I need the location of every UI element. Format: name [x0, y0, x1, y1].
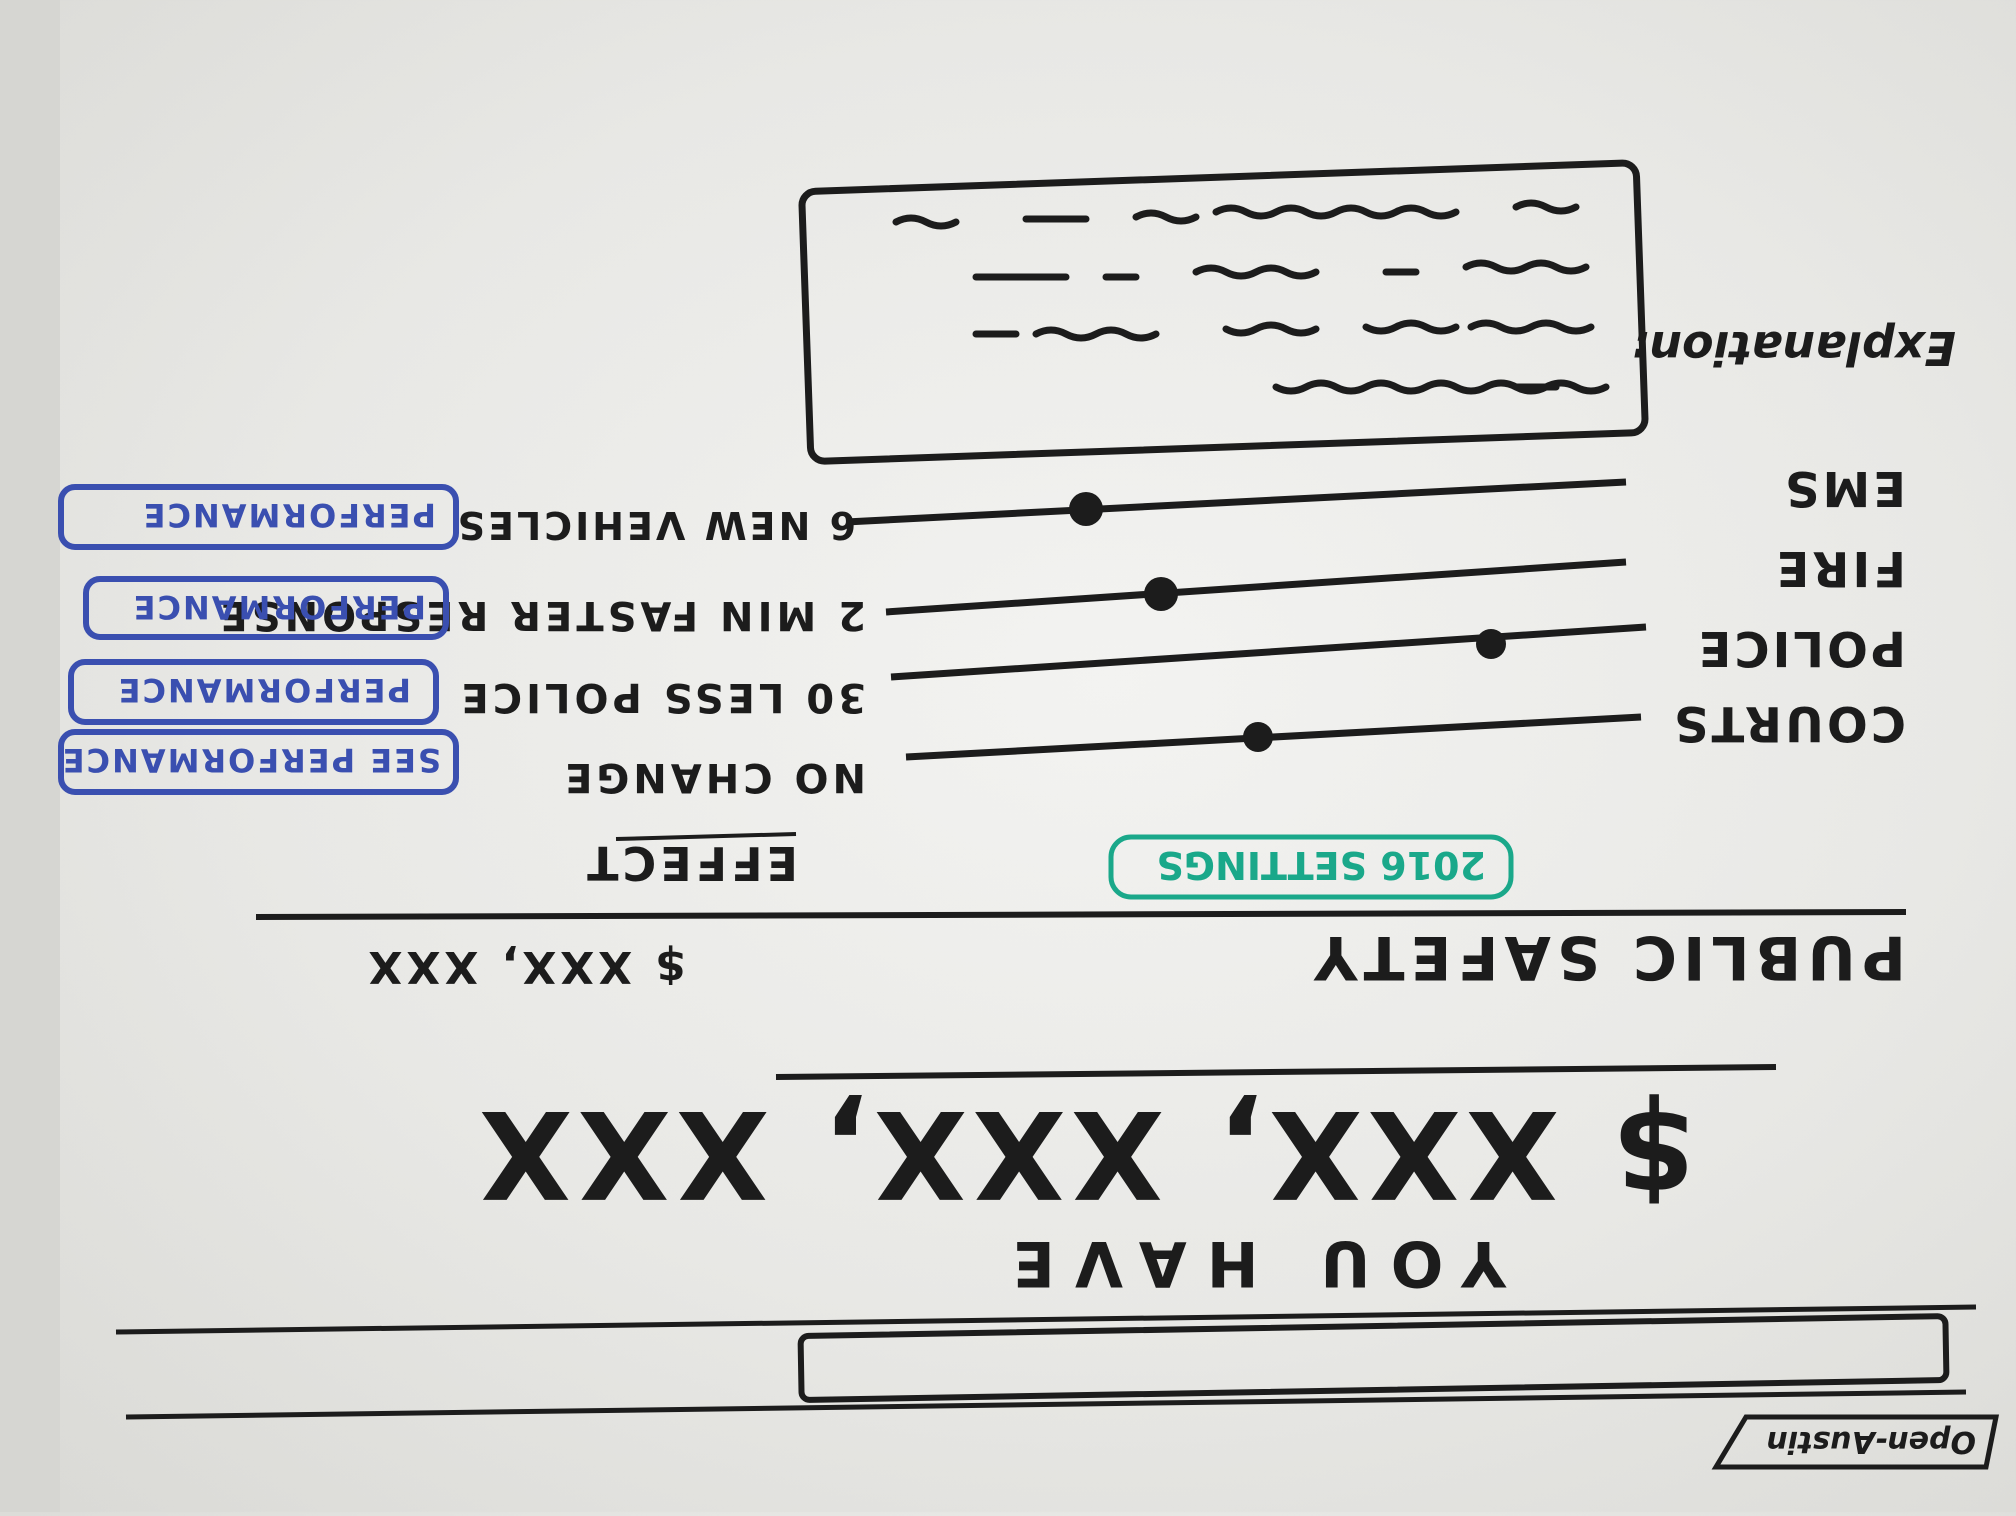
slider-label: FIRE [1774, 540, 1906, 596]
section-title: PUBLIC SAFETY [1308, 922, 1906, 992]
slider-label: COURTS [1671, 695, 1906, 751]
performance-button[interactable]: PERFORMANCE [83, 576, 449, 640]
balance-panel: YOU HAVE $ XXX, XXX, XXX [473, 1064, 1777, 1300]
public-safety-section: PUBLIC SAFETY $ XXX, XXX 2016 SETTINGS E… [255, 832, 1907, 992]
performance-button[interactable]: PERFORMANCE [58, 484, 459, 550]
slider-effect: NO CHANGE [561, 754, 866, 800]
slider-handle[interactable] [1069, 492, 1103, 526]
slider-handle[interactable] [1243, 722, 1273, 752]
see-performance-button[interactable]: SEE PERFORMANCE [58, 729, 459, 795]
button-label: PERFORMANCE [117, 671, 411, 709]
slider-row-courts: COURTS NO CHANGE SEE PERFORMANCE [58, 695, 1906, 800]
slider-effect: 6 NEW VEHICLES [455, 503, 856, 547]
button-label: SEE PERFORMANCE [61, 741, 441, 779]
slider-track[interactable] [845, 478, 1627, 526]
button-label: PERFORMANCE [142, 496, 436, 534]
balance-label: YOU HAVE [993, 1227, 1507, 1300]
slider-row-ems: EMS 6 NEW VEHICLES PERFORMANCE [58, 460, 1906, 550]
effect-header: EFFECT [583, 836, 798, 890]
balance-amount: $ XXX, XXX, XXX [473, 1083, 1696, 1222]
placeholder-text-lines [892, 199, 1610, 395]
explanation-panel: Explanation: [798, 159, 1956, 465]
button-label: PERFORMANCE [132, 588, 426, 626]
board-edge [0, 0, 60, 1512]
explanation-label: Explanation: [1631, 321, 1956, 375]
slider-rows: COURTS NO CHANGE SEE PERFORMANCE POLICE … [58, 460, 1906, 800]
explanation-box [798, 159, 1649, 465]
slider-handle[interactable] [1476, 629, 1506, 659]
slider-label: EMS [1782, 460, 1906, 516]
slider-effect: 30 LESS POLICE [457, 674, 866, 720]
search-input[interactable] [797, 1313, 1950, 1403]
slider-label: POLICE [1696, 620, 1906, 676]
app-header: Open-Austin [115, 1304, 2000, 1470]
slider-effect: 2 MIN FASTER RESPONSE [216, 592, 866, 638]
slider-track[interactable] [885, 558, 1627, 616]
slider-handle[interactable] [1144, 577, 1178, 611]
slider-track[interactable] [890, 623, 1647, 681]
tab-open-austin[interactable] [1711, 1414, 2000, 1470]
slider-track[interactable] [905, 713, 1642, 761]
slider-row-police: POLICE 30 LESS POLICE PERFORMANCE [68, 620, 1906, 725]
section-amount: $ XXX, XXX [364, 941, 686, 992]
settings-2016-button[interactable]: 2016 SETTINGS [1108, 834, 1514, 900]
slider-row-fire: FIRE 2 MIN FASTER RESPONSE PERFORMANCE [83, 540, 1906, 640]
settings-button-label: 2016 SETTINGS [1156, 843, 1486, 887]
tab-label: Open-Austin [1766, 1424, 1976, 1459]
performance-button[interactable]: PERFORMANCE [68, 659, 439, 725]
